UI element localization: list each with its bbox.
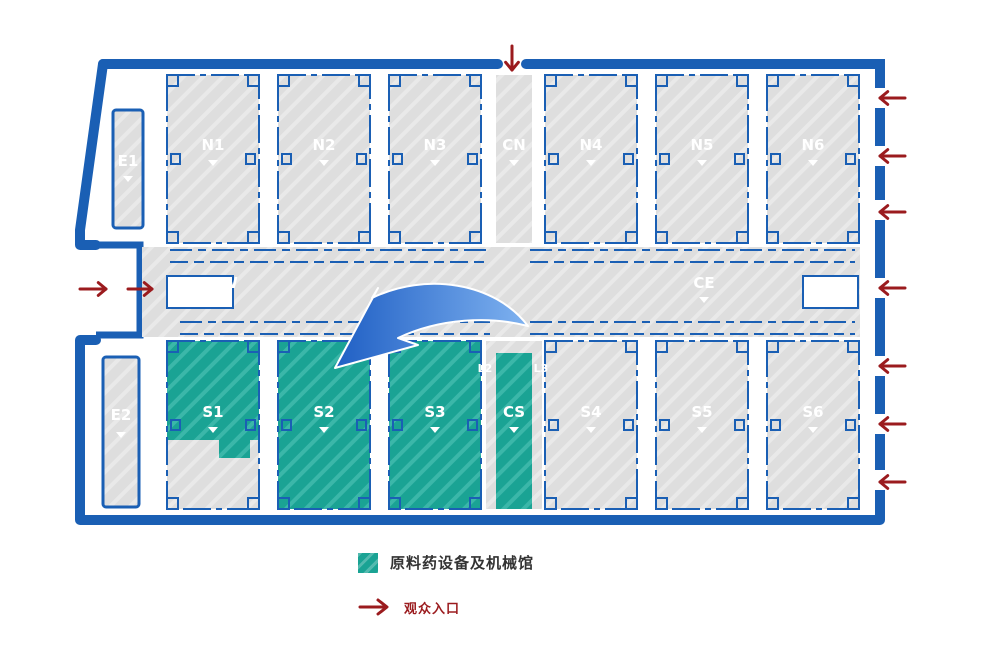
entrance-arrow-icon (878, 474, 907, 490)
corridor-east-marker-icon (699, 297, 709, 303)
entrance-arrow-icon (78, 281, 108, 297)
hall-n3[interactable]: N3 (388, 74, 482, 244)
hall-n2-label: N2 (313, 136, 336, 154)
hall-s5-marker-icon (697, 427, 707, 433)
hall-n2[interactable]: N2 (277, 74, 371, 244)
lane-label-l2-a: L2 (262, 362, 277, 375)
hall-n6-marker-icon (808, 160, 818, 166)
lane-l3c-marker-icon (754, 382, 762, 388)
hall-s4-marker-icon (586, 427, 596, 433)
hall-n1-label: N1 (202, 136, 225, 154)
hall-n4[interactable]: N4 (544, 74, 638, 244)
hall-s4-label: S4 (580, 403, 601, 421)
hall-s2-marker-icon (319, 427, 329, 433)
hall-cs[interactable]: CS (486, 341, 542, 509)
lane-label-l1: L1 (262, 98, 277, 111)
hall-cs-label: CS (503, 403, 525, 421)
south-halls: S1 S2 S3 CS S4 S5 S6 (166, 340, 860, 510)
hall-n5-label: N5 (691, 136, 714, 154)
legend-highlight: 原料药设备及机械馆 (358, 552, 534, 573)
hall-s1[interactable]: S1 (166, 340, 260, 510)
corridor-west-label: CW (210, 274, 238, 292)
hall-n2-marker-icon (319, 160, 329, 166)
legend-highlight-label: 原料药设备及机械馆 (390, 554, 535, 572)
legend-highlight-swatch (358, 552, 378, 573)
hall-n3-marker-icon (430, 160, 440, 166)
hall-s5[interactable]: S5 (655, 340, 749, 510)
hall-s6[interactable]: S6 (766, 340, 860, 510)
hall-cn[interactable]: CN (496, 75, 532, 243)
hall-n4-label: N4 (580, 136, 603, 154)
hall-e1-marker-icon (123, 176, 133, 182)
hall-cn-marker-icon (509, 160, 519, 166)
entrance-arrows (78, 44, 907, 490)
entrance-arrow-icon (126, 281, 154, 297)
lane-label-l2-c: L2 (478, 362, 493, 375)
corridor-west-marker-icon (219, 297, 229, 303)
hall-s1-label: S1 (202, 403, 223, 421)
hall-s3-label: S3 (424, 403, 445, 421)
hall-s6-marker-icon (808, 427, 818, 433)
entrance-arrow-icon (878, 204, 907, 220)
hall-n5-marker-icon (697, 160, 707, 166)
legend-entrance: 观众入口 (358, 597, 460, 617)
hall-s4[interactable]: S4 (544, 340, 638, 510)
hall-s6-label: S6 (802, 403, 823, 421)
hall-cn-label: CN (502, 136, 526, 154)
lane-label-l3-b: L3 (640, 362, 655, 375)
hall-e2-label: E2 (111, 406, 132, 424)
hall-e2-marker-icon (116, 432, 126, 438)
legend-entrance-label: 观众入口 (404, 601, 461, 617)
lane-l2a-marker-icon (265, 382, 273, 388)
lane-label-l3-c: L3 (751, 362, 766, 375)
lane-label-l2-b: L2 (373, 362, 388, 375)
hall-s3[interactable]: S3 (388, 340, 482, 510)
hall-s2-label: S2 (313, 403, 334, 421)
corridor-partitions (170, 249, 855, 335)
hall-s5-label: S5 (691, 403, 712, 421)
corridor-box-east (802, 275, 859, 309)
lane-l1-marker-icon (265, 118, 273, 124)
entrance-arrow-icon (878, 416, 907, 432)
central-corridor (142, 247, 860, 337)
corridor-box-west (166, 275, 234, 309)
hall-n1[interactable]: N1 (166, 74, 260, 244)
hall-e1[interactable] (111, 108, 145, 230)
north-halls: N1 N2 N3 CN N4 N5 N6 (166, 74, 860, 244)
hall-s1-marker-icon (208, 427, 218, 433)
entrance-arrow-icon (504, 44, 520, 72)
entrance-arrow-icon (878, 148, 907, 164)
entrance-arrow-icon (878, 90, 907, 106)
hall-s3-marker-icon (430, 427, 440, 433)
hall-n3-label: N3 (424, 136, 447, 154)
hall-n6[interactable]: N6 (766, 74, 860, 244)
hall-n5[interactable]: N5 (655, 74, 749, 244)
direction-curved-arrow-icon (334, 282, 529, 369)
hall-e1-label: E1 (118, 152, 139, 170)
hall-n4-marker-icon (586, 160, 596, 166)
hall-n1-marker-icon (208, 160, 218, 166)
lane-l3b-marker-icon (643, 382, 651, 388)
corridor-east-label: CE (693, 274, 714, 292)
entrance-arrow-icon (878, 358, 907, 374)
lane-l2b-marker-icon (376, 382, 384, 388)
hall-n6-label: N6 (802, 136, 825, 154)
lane-label-l3-a: L3 (534, 362, 549, 375)
hall-cs-marker-icon (509, 427, 519, 433)
hall-s2[interactable]: S2 (277, 340, 371, 510)
entrance-arrow-icon (878, 280, 907, 296)
entrance-arrow-icon (358, 598, 389, 616)
